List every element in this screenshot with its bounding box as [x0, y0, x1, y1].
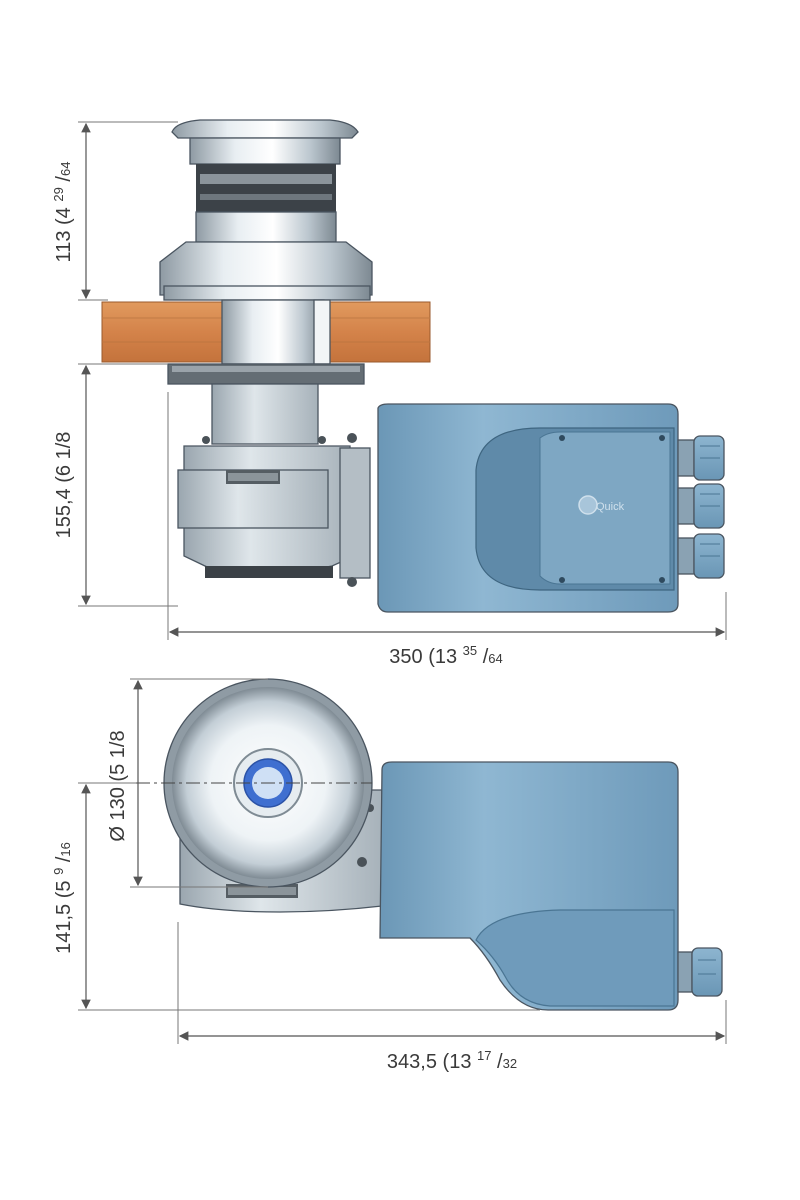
svg-text:155,4 (6 1/8: 155,4 (6 1/8	[53, 432, 75, 539]
top-drum	[136, 678, 373, 888]
dim-capstan-height-value: 113	[53, 231, 75, 263]
dim-top-depth-whole: 5	[53, 880, 75, 891]
dim-drum-diameter-value: Ø 130	[107, 787, 129, 841]
dim-drum-diameter: Ø 130 (5 1/8	[107, 678, 268, 888]
dim-top-length-value: 343,5	[387, 1051, 437, 1073]
dim-capstan-height-num: 29	[51, 187, 66, 201]
dim-side-length-value: 350	[389, 646, 422, 668]
svg-text:350 (13 35: 350 (13 35 /64	[389, 638, 502, 668]
svg-text:Ø 130 (5 1/8: Ø 130 (5 1/8	[107, 730, 129, 841]
dim-top-depth: 141,5 (5 9 /16	[46, 782, 540, 1011]
top-motor-housing	[379, 761, 723, 1011]
dim-top-length-whole: 13	[449, 1051, 471, 1073]
shaft-housing	[211, 383, 319, 445]
dim-below-deck-height-value: 155,4	[53, 488, 75, 538]
cable-glands	[677, 435, 725, 579]
dim-side-length: 350 (13 35 /64	[167, 392, 727, 668]
dim-top-depth-value: 141,5	[53, 904, 75, 954]
dim-top-length-num: 17	[477, 1048, 491, 1063]
dim-top-length: 343,5 (13 17 /32	[177, 922, 727, 1073]
svg-text:113 (4 29: 113 (4 29 /64	[46, 162, 75, 263]
dim-side-length-num: 35	[463, 643, 477, 658]
svg-text:141,5 (5 9: 141,5 (5 9 /16	[46, 842, 75, 954]
dim-top-length-den: 32	[503, 1056, 517, 1071]
dim-top-depth-den: 16	[58, 842, 73, 856]
dim-drum-diameter-imperial: 5 1/8	[107, 730, 129, 774]
capstan-drum	[159, 119, 373, 301]
gearbox	[177, 433, 371, 587]
dim-below-deck-height: 155,4 (6 1/8	[53, 363, 178, 607]
deck-section	[101, 299, 431, 365]
dim-capstan-height-whole: 4	[53, 207, 75, 218]
svg-text:343,5 (13 17: 343,5 (13 17 /32	[387, 1043, 517, 1073]
motor-housing: Quick	[377, 403, 679, 613]
dim-top-depth-num: 9	[51, 868, 66, 875]
side-view: Quick 113 (4 29 /64	[46, 119, 727, 668]
dim-side-length-whole: 13	[435, 646, 457, 668]
dim-below-deck-height-imperial: 6 1/8	[53, 432, 75, 476]
dim-capstan-height-den: 64	[58, 162, 73, 176]
top-view: Ø 130 (5 1/8 141,5 (5 9 /16 343,5 (13	[46, 678, 727, 1073]
dim-side-length-den: 64	[488, 651, 502, 666]
brand-logo: Quick	[596, 501, 625, 513]
dim-capstan-height: 113 (4 29 /64	[46, 121, 178, 301]
